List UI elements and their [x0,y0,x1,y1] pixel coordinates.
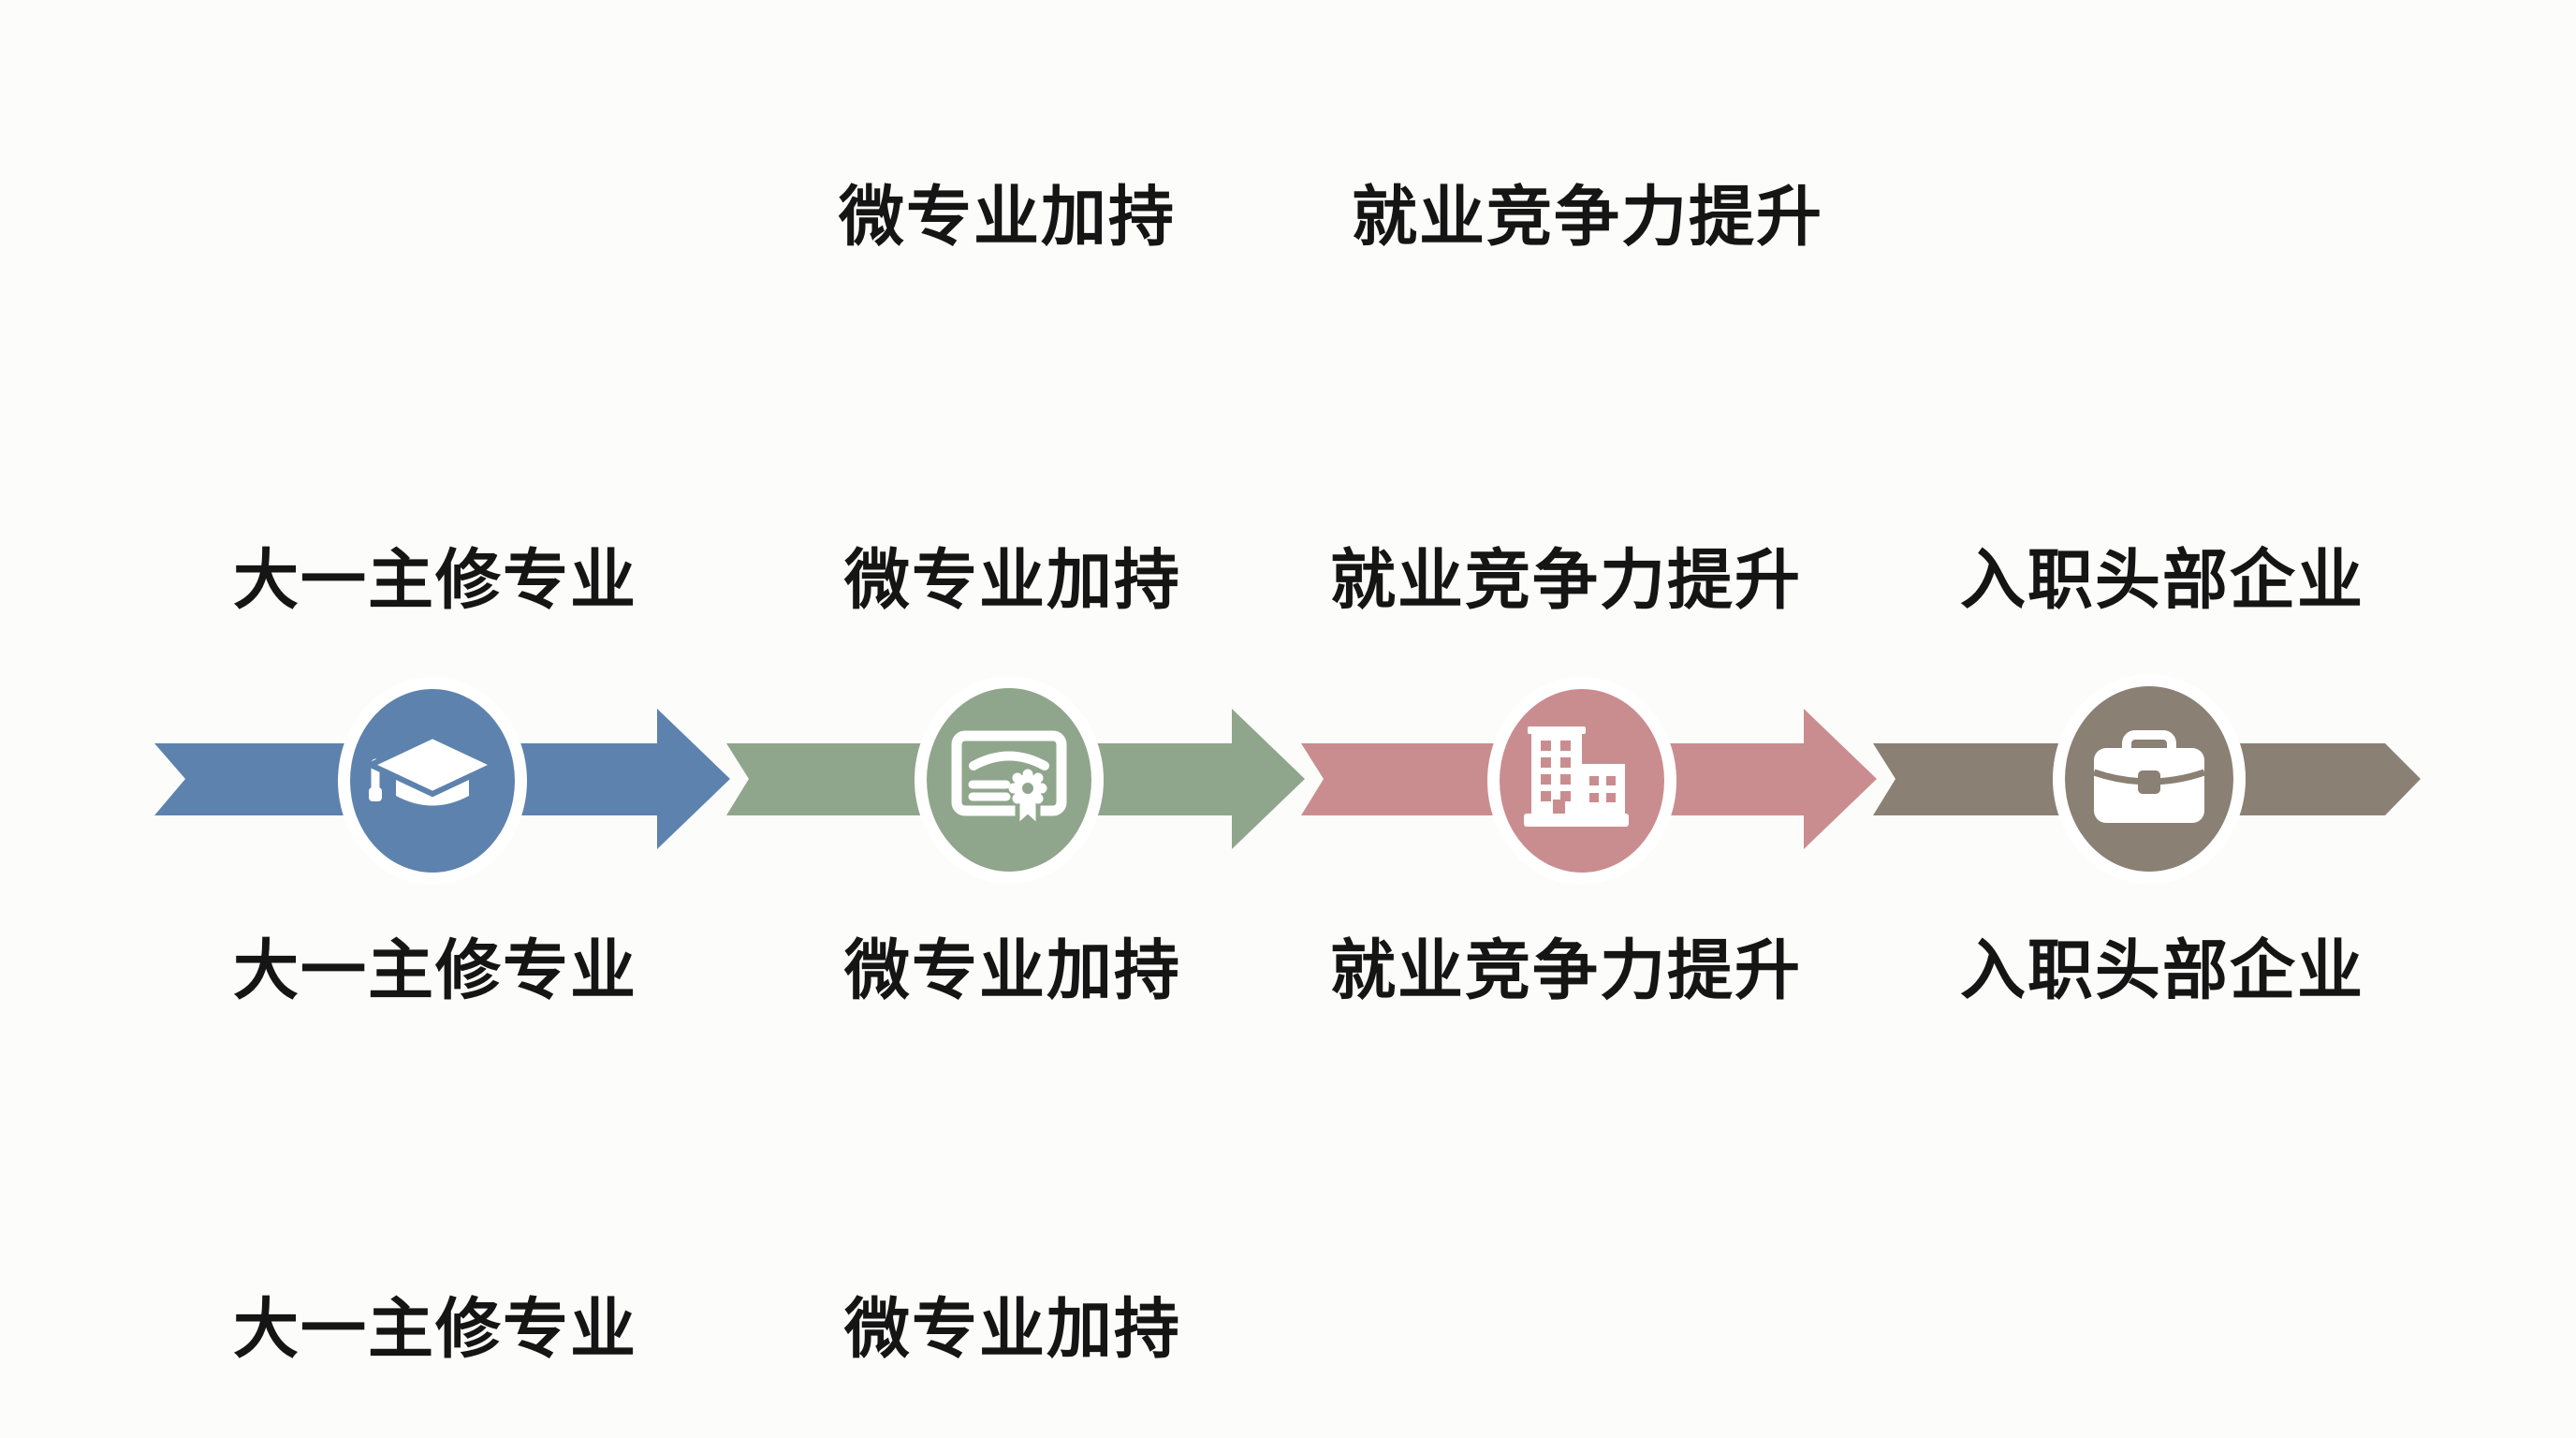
cap-tassel-knob [369,787,382,801]
flow-step-1 [154,677,730,885]
flow-step-4 [1873,674,2421,884]
certificate-frame [951,730,1067,816]
label-bottom-freshman-major: 大一主修专业 [233,1292,637,1366]
building-door [1553,800,1565,814]
office-building-icon [1524,726,1629,827]
circle-step-2 [927,688,1091,872]
label-below-micro-major: 微专业加持 [844,933,1181,1007]
briefcase-icon [2092,730,2206,823]
label-below-competitiveness: 就业竞争力提升 [1330,933,1802,1007]
building-windows [1541,741,1616,802]
label-top-competitiveness: 就业竞争力提升 [1352,180,1823,254]
cap-board [363,732,502,798]
label-bottom-micro-major: 微专业加持 [844,1292,1181,1366]
label-above-competitiveness: 就业竞争力提升 [1330,543,1802,617]
graduation-cap-icon [363,732,502,806]
label-top-micro-major: 微专业加持 [839,180,1176,254]
label-above-micro-major: 微专业加持 [844,543,1181,617]
flow-step-3 [1301,677,1877,885]
briefcase-clasp [2138,770,2160,794]
certificate-icon [951,730,1067,832]
label-above-freshman-major: 大一主修专业 [233,543,637,617]
certificate-arc [969,751,1049,770]
label-below-freshman-major: 大一主修专业 [233,933,637,1007]
building-ground [1524,814,1629,827]
building-short-tower [1582,764,1625,815]
certificate-rosette [1008,769,1047,808]
label-above-top-company: 入职头部企业 [1960,543,2364,617]
label-below-top-company: 入职头部企业 [1960,933,2364,1007]
flow-step-2 [726,676,1305,884]
